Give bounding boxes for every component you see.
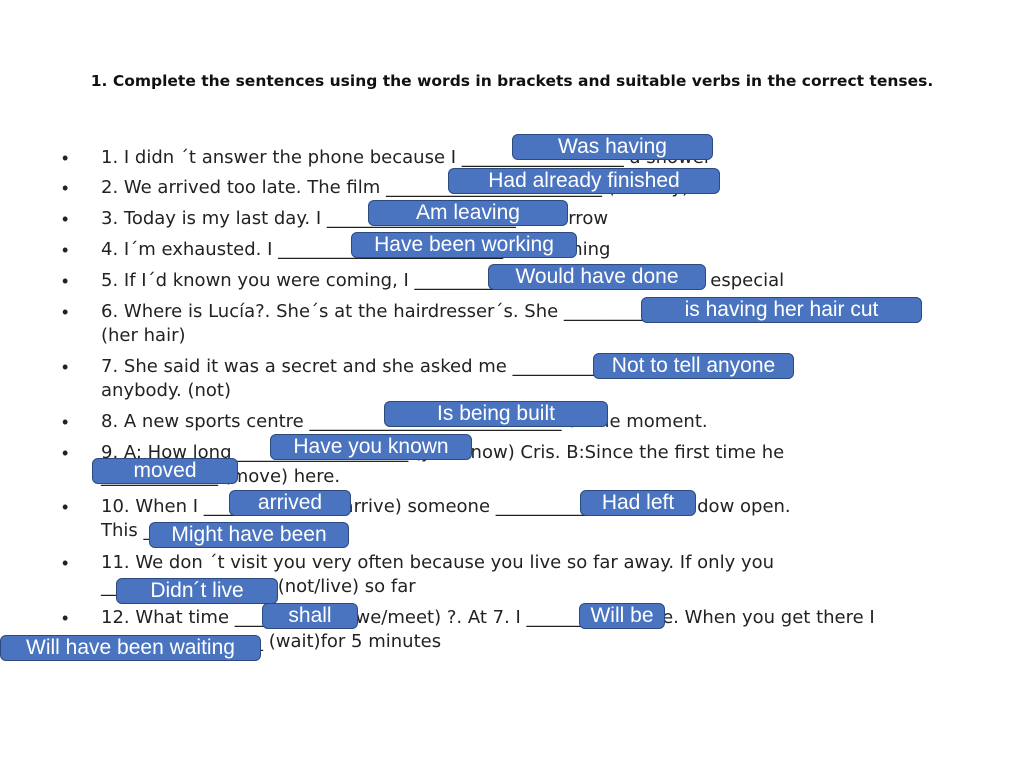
- answer-box-7[interactable]: Not to tell anyone: [593, 353, 794, 379]
- answer-box-5[interactable]: Would have done: [488, 264, 706, 290]
- sentence-11-line-1: 11. We don ´t visit you very often becau…: [101, 552, 775, 573]
- exercise-title: 1. Complete the sentences using the word…: [90, 72, 934, 90]
- sentence-6-line-2: (her hair): [101, 325, 186, 346]
- bullet-7: •: [62, 357, 69, 377]
- answer-box-12b[interactable]: Will be: [579, 603, 665, 629]
- answer-box-10b[interactable]: Had left: [580, 490, 696, 516]
- answer-box-12c[interactable]: Will have been waiting: [0, 635, 261, 661]
- answer-box-2[interactable]: Had already finished: [448, 168, 720, 194]
- answer-box-12[interactable]: shall: [262, 603, 358, 629]
- answer-box-9[interactable]: Have you known: [270, 434, 472, 460]
- sentence-12-line-1: 12. What time ____________ (we/meet) ?. …: [101, 607, 875, 628]
- bullet-9: •: [62, 443, 69, 463]
- bullet-8: •: [62, 412, 69, 432]
- bullet-12: •: [62, 608, 69, 628]
- bullet-10: •: [62, 497, 69, 517]
- bullet-1: •: [62, 148, 69, 168]
- bullet-5: •: [62, 271, 69, 291]
- answer-box-11[interactable]: Didn´t live: [116, 578, 278, 604]
- answer-box-9b[interactable]: moved: [92, 458, 238, 484]
- sentence-7-line-2: anybody. (not): [101, 380, 232, 401]
- answer-box-6[interactable]: is having her hair cut: [641, 297, 922, 323]
- answer-box-4[interactable]: Have been working: [351, 232, 577, 258]
- bullet-6: •: [62, 302, 69, 322]
- answer-box-10[interactable]: arrived: [229, 490, 351, 516]
- answer-box-8[interactable]: Is being built: [384, 401, 608, 427]
- bullet-11: •: [62, 553, 69, 573]
- sentence-6-line-1: 6. Where is Lucía?. She´s at the hairdre…: [101, 301, 816, 322]
- bullet-2: •: [62, 178, 69, 198]
- answer-box-1[interactable]: Was having: [512, 134, 713, 160]
- answer-box-3[interactable]: Am leaving: [368, 200, 568, 226]
- answer-box-10c[interactable]: Might have been: [149, 522, 349, 548]
- bullet-4: •: [62, 240, 69, 260]
- bullet-3: •: [62, 209, 69, 229]
